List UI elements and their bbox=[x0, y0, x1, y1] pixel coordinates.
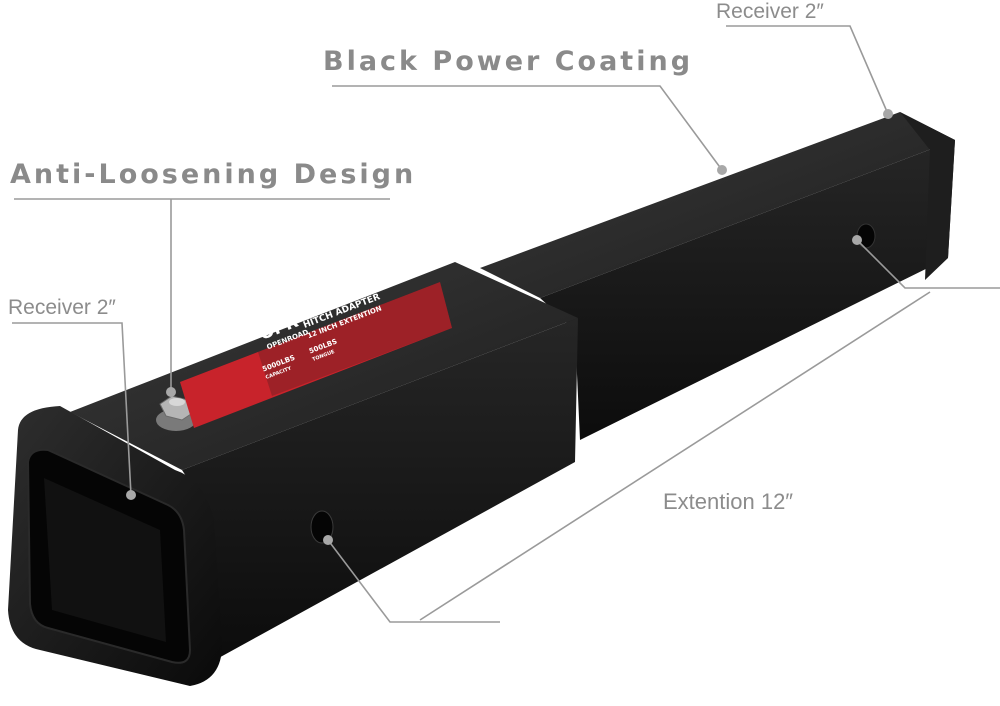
leader-lines bbox=[12, 25, 1000, 623]
inner-tube-top bbox=[480, 112, 955, 298]
callout-receiver-left: Receiver 2″ bbox=[8, 296, 116, 319]
dot-coating bbox=[717, 165, 727, 175]
bolt-top bbox=[169, 398, 185, 406]
inner-tube-side bbox=[540, 140, 955, 440]
callout-black-power-coating: Black Power Coating bbox=[323, 46, 694, 77]
dot-front-hole bbox=[323, 535, 333, 545]
callout-anti-loosening-design: Anti-Loosening Design bbox=[10, 159, 417, 190]
callout-extension-length: Extention 12″ bbox=[663, 489, 794, 514]
leader-extension-length bbox=[419, 291, 931, 621]
front-pin-hole bbox=[310, 510, 334, 544]
leader-receiver-top bbox=[726, 25, 889, 115]
dot-receiver-top bbox=[883, 109, 893, 119]
leader-front-hole bbox=[327, 539, 500, 623]
receiver-inner-wall bbox=[44, 478, 166, 642]
leader-coating bbox=[332, 85, 723, 171]
leader-receiver-left bbox=[12, 322, 132, 496]
outer-sleeve-side bbox=[182, 318, 578, 660]
inner-tube-end bbox=[900, 112, 955, 280]
label-background bbox=[180, 282, 452, 428]
dot-receiver-left bbox=[126, 490, 136, 500]
dot-bolt bbox=[166, 387, 176, 397]
leader-rear-hole bbox=[856, 239, 1000, 289]
leader-anti-loosening bbox=[14, 198, 390, 392]
callout-receiver-top: Receiver 2″ bbox=[716, 0, 824, 23]
dot-rear-hole bbox=[852, 235, 862, 245]
leader-dots bbox=[126, 109, 893, 545]
inner-tube bbox=[480, 112, 955, 440]
